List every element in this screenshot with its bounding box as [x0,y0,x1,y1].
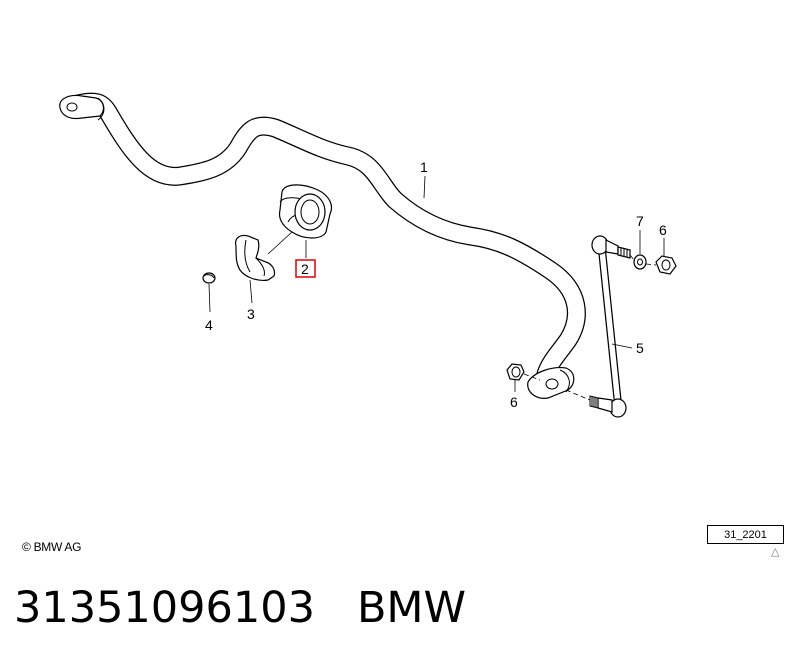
highlight-box [295,259,316,278]
part-number: 31351096103 [14,583,315,633]
copyright-notice: © BMW AG [22,540,82,554]
reference-triangle-icon: △ [771,546,780,558]
nut-top [655,255,677,275]
assembly-lines [523,254,657,401]
brand-name: BMW [356,583,467,633]
link-rod [589,235,627,418]
bushing-bracket [235,231,293,281]
stabilizer-bar [59,92,586,399]
washer [633,254,647,270]
callout-5[interactable]: 5 [636,340,644,356]
callout-3[interactable]: 3 [247,306,255,322]
callout-6-upper[interactable]: 6 [659,222,667,238]
callout-4[interactable]: 4 [205,317,213,333]
small-nut [202,272,216,284]
callout-1[interactable]: 1 [420,159,428,175]
callouts: 1 2 3 4 5 6 6 7 [205,159,667,410]
diagram-reference-code: 31_2201 [707,525,784,544]
callout-2[interactable]: 2 [301,261,309,277]
callout-6-lower[interactable]: 6 [510,394,518,410]
leader-lines [208,175,665,392]
top-stud [617,246,631,259]
parts-diagram: 1 2 3 4 5 6 6 7 [59,92,677,418]
nut-lower [506,363,525,381]
rubber-bushing [278,184,333,239]
callout-7[interactable]: 7 [636,213,644,229]
